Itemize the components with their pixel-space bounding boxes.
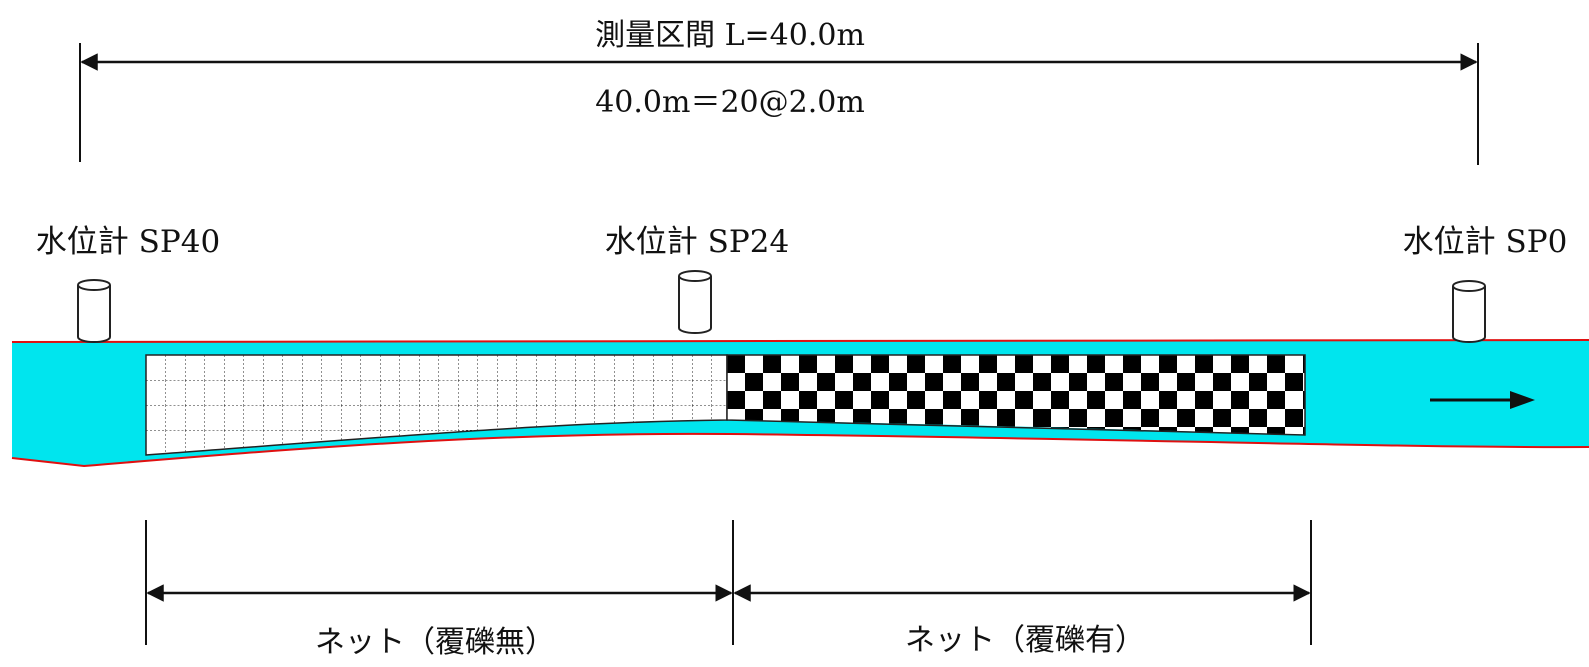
measurement-title: 測量区間 L=40.0m bbox=[595, 18, 865, 53]
net-section-uncovered bbox=[145, 354, 728, 456]
gauge-label-sp24: 水位計 SP24 bbox=[605, 224, 789, 260]
section-label-covered: ネット（覆礫有） bbox=[905, 623, 1145, 658]
section-label-uncovered: ネット（覆礫無） bbox=[315, 625, 555, 660]
arrow-right-icon bbox=[1430, 391, 1535, 409]
measurement-subtitle: 40.0m＝20@2.0m bbox=[595, 85, 865, 120]
cylinder-icon bbox=[77, 279, 111, 343]
cylinder-icon bbox=[1452, 280, 1486, 343]
channel-top-bank bbox=[11, 339, 1589, 343]
gauge-label-sp40: 水位計 SP40 bbox=[36, 224, 220, 260]
cylinder-icon bbox=[678, 270, 712, 334]
channel-bottom-bank bbox=[11, 432, 1589, 468]
net-section-covered bbox=[726, 354, 1306, 436]
gauge-label-sp0: 水位計 SP0 bbox=[1403, 224, 1568, 260]
